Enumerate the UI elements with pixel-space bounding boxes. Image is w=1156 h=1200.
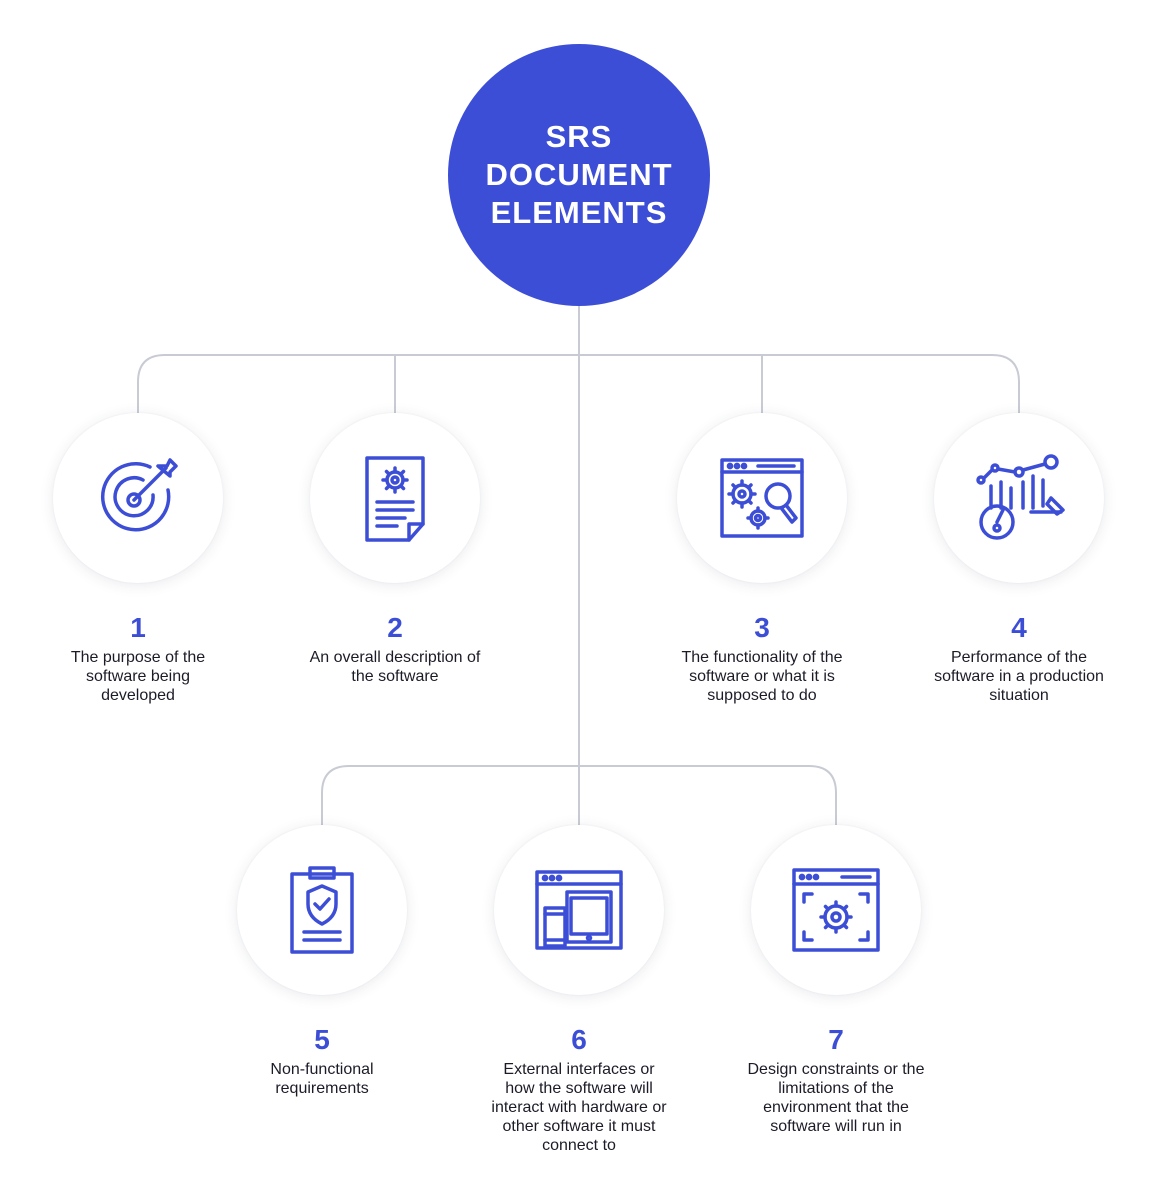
description-line: software in a production [934,668,1104,685]
description-line: connect to [542,1137,616,1154]
description-line: software will run in [770,1118,902,1135]
description-line: interact with hardware or [491,1099,667,1116]
root-title: SRS DOCUMENT ELEMENTS [485,118,672,232]
performance-chart-gauge-icon [976,454,1065,540]
element-number-3: 3 [754,612,770,643]
root-title-line-3: ELEMENTS [490,195,668,230]
element-6-text: 6 External interfaces or how the softwar… [459,1024,699,1155]
element-node-2 [310,413,480,583]
top-branch-line [137,354,1020,413]
multi-device-window-icon [535,870,623,950]
element-description-7: Design constraints or the limitations of… [716,1060,956,1136]
description-line: environment that the [763,1099,909,1116]
description-line: Non-functional [270,1061,374,1078]
element-description-3: The functionality of the software or wha… [642,648,882,705]
element-number-2: 2 [387,612,403,643]
description-line: software being [85,668,191,685]
description-line: how the software will [505,1080,653,1097]
element-number-5: 5 [314,1024,330,1055]
element-7-text: 7 Design constraints or the limitations … [716,1024,956,1136]
description-line: An overall description of [309,649,481,666]
element-description-6: External interfaces or how the software … [459,1060,699,1155]
browser-gears-magnifier-icon [720,458,804,538]
description-line: software or what it is [689,668,835,685]
description-line: The functionality of the [681,649,843,666]
clipboard-shield-icon [290,866,354,954]
element-4-text: 4 Performance of the software in a produ… [899,612,1139,705]
element-node-5 [237,825,407,995]
description-line: requirements [275,1080,369,1097]
element-description-2: An overall description of the software [285,648,505,686]
document-gear-icon [365,456,425,542]
window-gear-frame-icon [792,868,880,952]
element-description-4: Performance of the software in a product… [899,648,1139,705]
element-node-4 [934,413,1104,583]
description-line: developed [101,687,175,704]
element-node-3 [677,413,847,583]
description-line: Performance of the [950,649,1088,666]
element-1-text: 1 The purpose of the software being deve… [28,612,248,705]
element-number-6: 6 [571,1024,587,1055]
description-line: situation [989,687,1049,704]
description-line: The purpose of the [70,649,206,666]
element-number-1: 1 [130,612,146,643]
element-description-1: The purpose of the software being develo… [28,648,248,705]
root-node: SRS DOCUMENT ELEMENTS [448,44,710,306]
root-title-line-2: DOCUMENT [485,157,673,192]
bottom-branch-line [321,765,837,825]
element-node-7 [751,825,921,995]
element-2-text: 2 An overall description of the software [285,612,505,686]
element-node-1 [53,413,223,583]
root-title-line-1: SRS [545,119,613,154]
description-line: External interfaces or [503,1061,655,1078]
description-line: limitations of the [778,1080,894,1097]
element-description-5: Non-functional requirements [212,1060,432,1098]
description-line: Design constraints or the [747,1061,925,1078]
element-5-text: 5 Non-functional requirements [212,1024,432,1098]
element-number-4: 4 [1011,612,1027,643]
description-line: other software it must [502,1118,656,1135]
target-arrow-icon [100,458,178,532]
element-3-text: 3 The functionality of the software or w… [642,612,882,705]
description-line: the software [351,668,439,685]
element-node-6 [494,825,664,995]
element-number-7: 7 [828,1024,844,1055]
description-line: supposed to do [707,687,817,704]
